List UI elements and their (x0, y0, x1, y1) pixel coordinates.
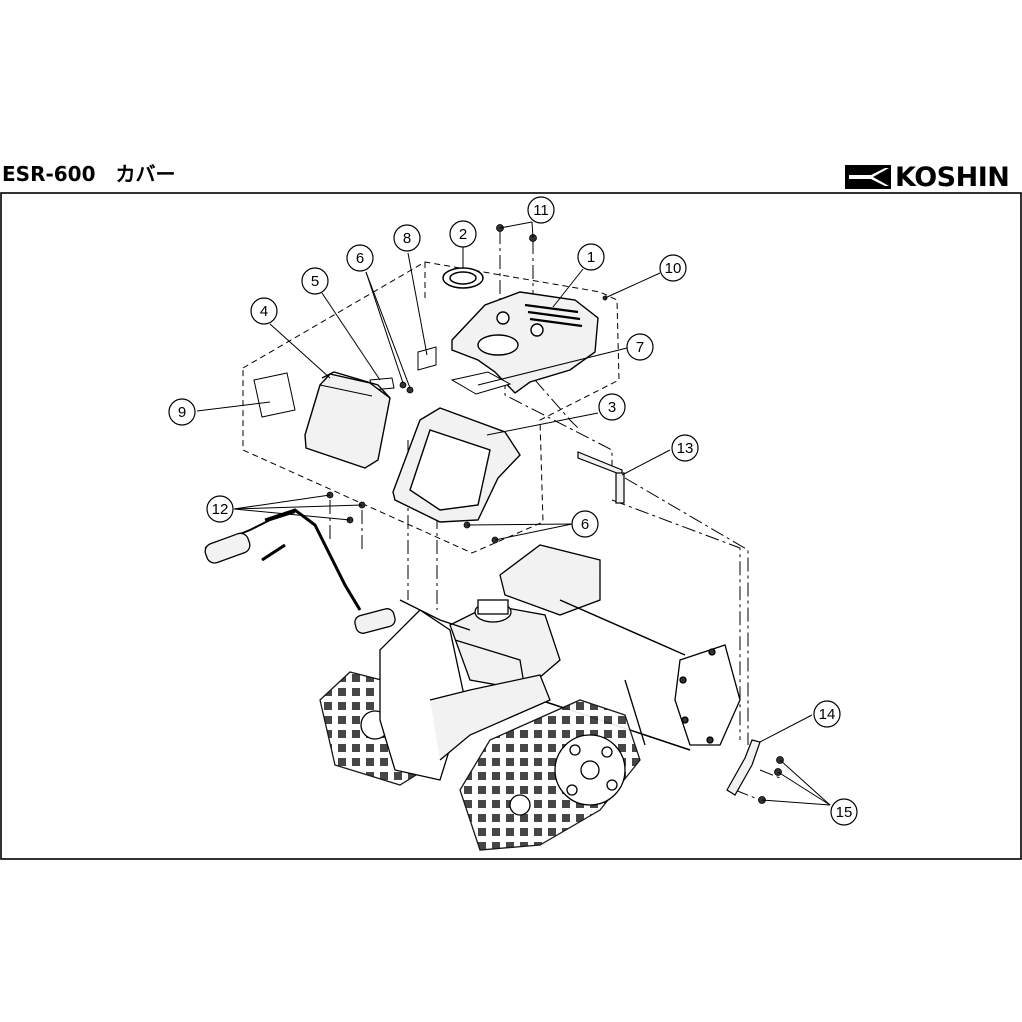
callout-9: 9 (168, 398, 196, 426)
callout-4: 4 (250, 297, 278, 325)
svg-text:15: 15 (836, 804, 853, 821)
callout-leaders (196, 221, 831, 806)
svg-text:12: 12 (212, 501, 229, 518)
page-title: ESR-600 カバー (2, 162, 176, 186)
svg-text:4: 4 (260, 303, 268, 320)
callout-6-lower: 6 (571, 510, 599, 538)
svg-text:10: 10 (665, 260, 682, 277)
svg-text:1: 1 (587, 249, 595, 266)
brand-name: KOSHIN (895, 161, 1010, 193)
svg-text:2: 2 (459, 226, 467, 243)
svg-text:9: 9 (178, 404, 186, 421)
svg-text:14: 14 (819, 706, 836, 723)
part-bracket-13 (577, 451, 625, 504)
callout-12: 12 (206, 495, 234, 523)
svg-text:7: 7 (636, 339, 644, 356)
callout-15: 15 (830, 798, 858, 826)
svg-text:3: 3 (608, 399, 616, 416)
brand-logo: KOSHIN (845, 160, 1010, 194)
koshin-mark-icon (845, 165, 891, 189)
callout-11: 11 (527, 196, 555, 224)
part-top-cover (451, 291, 599, 394)
part-front-cover (392, 407, 521, 523)
callout-3: 3 (598, 393, 626, 421)
assembly-boundary (242, 261, 620, 554)
part-bracket-14 (726, 739, 761, 796)
svg-text:11: 11 (533, 202, 549, 219)
svg-text:13: 13 (677, 440, 694, 457)
machine-assembly (204, 508, 741, 851)
part-gasket-ring (442, 267, 484, 289)
part-side-cover-left (304, 371, 391, 469)
svg-text:8: 8 (403, 230, 411, 247)
callout-1: 1 (577, 243, 605, 271)
svg-text:5: 5 (311, 273, 319, 290)
callout-2: 2 (449, 220, 477, 248)
svg-text:6: 6 (581, 516, 589, 533)
callout-10: 10 (659, 254, 687, 282)
callout-8: 8 (393, 224, 421, 252)
callout-5: 5 (301, 267, 329, 295)
callout-14: 14 (813, 700, 841, 728)
callout-6-upper: 6 (346, 244, 374, 272)
diagram-frame (0, 192, 1022, 860)
callout-7: 7 (626, 333, 654, 361)
svg-text:6: 6 (356, 250, 364, 267)
part-labels (253, 346, 512, 418)
callout-13: 13 (671, 434, 699, 462)
